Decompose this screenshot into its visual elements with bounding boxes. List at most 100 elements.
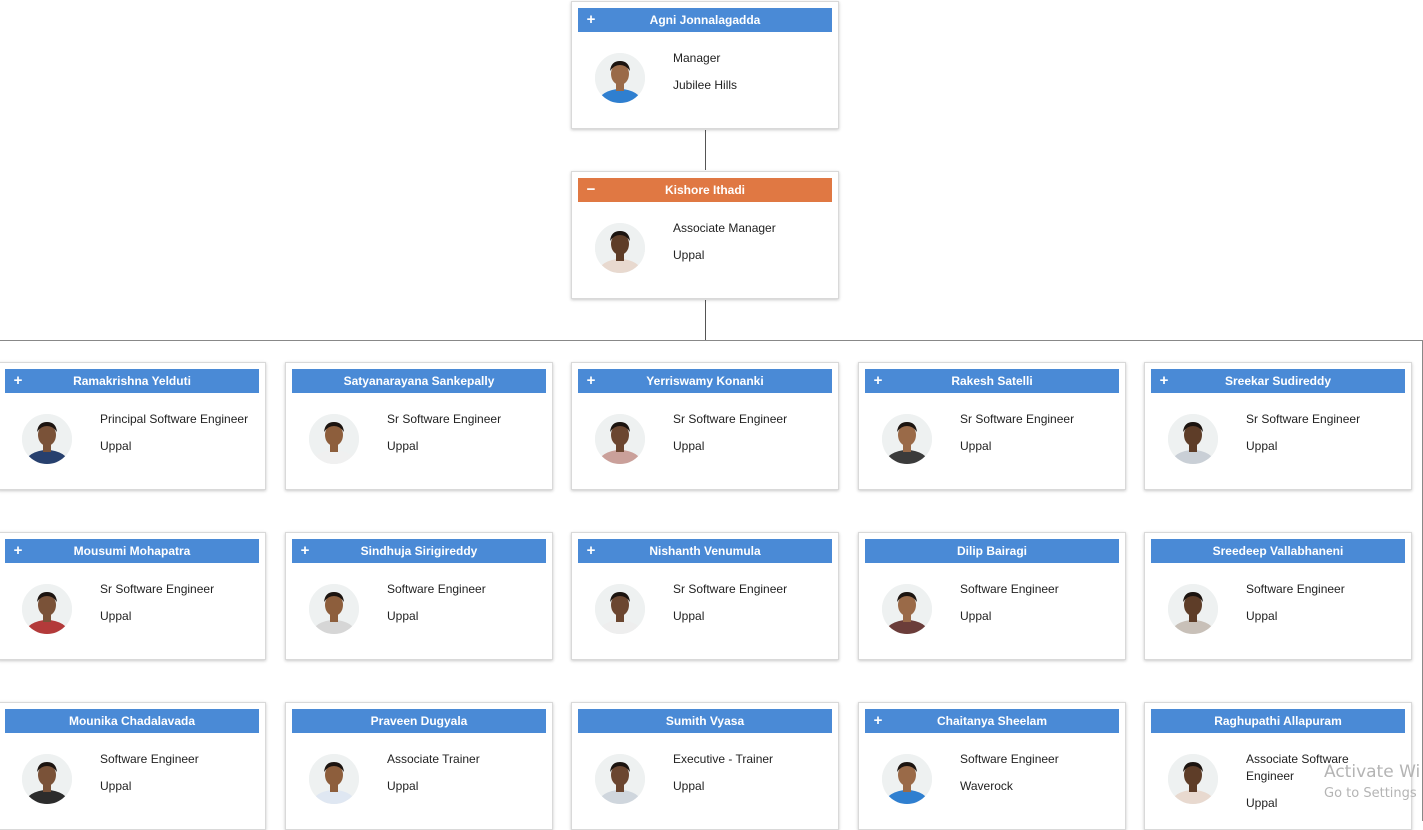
employee-name: Raghupathi Allapuram (1214, 714, 1342, 728)
employee-location: Uppal (960, 439, 992, 453)
card-header[interactable]: + Nishanth Venumula (578, 539, 832, 563)
expand-icon[interactable]: + (13, 372, 23, 389)
card-header[interactable]: Sumith Vyasa (578, 709, 832, 733)
employee-name: Kishore Ithadi (664, 183, 745, 197)
card-header[interactable]: + Chaitanya Sheelam (865, 709, 1119, 733)
expand-icon[interactable]: + (586, 372, 596, 389)
card-header[interactable]: Praveen Dugyala (292, 709, 546, 733)
card-header[interactable]: Mounika Chadalavada (5, 709, 259, 733)
card-header[interactable]: + Sindhuja Sirigireddy (292, 539, 546, 563)
expand-icon[interactable]: + (586, 11, 596, 28)
employee-title: Associate Manager (673, 221, 776, 235)
employee-title: Software Engineer (960, 752, 1059, 766)
expand-icon[interactable]: + (873, 372, 883, 389)
employee-title: Sr Software Engineer (673, 412, 788, 426)
avatar (22, 584, 72, 634)
card-header[interactable]: +Agni Jonnalagadda (578, 8, 832, 32)
employee-name: Chaitanya Sheelam (936, 714, 1048, 728)
card-header[interactable]: +Yerriswamy Konanki (578, 369, 832, 393)
employee-name: Mousumi Mohapatra (73, 544, 191, 558)
employee-location: Uppal (960, 609, 992, 623)
avatar (595, 53, 645, 103)
expand-icon[interactable]: + (1159, 372, 1169, 389)
employee-location: Uppal (673, 779, 705, 793)
employee-name: Sreedeep Vallabhaneni (1212, 544, 1344, 558)
card-header[interactable]: + Rakesh Satelli (865, 369, 1119, 393)
avatar (595, 584, 645, 634)
card-header[interactable]: Dilip Bairagi (865, 539, 1119, 563)
employee-location: Uppal (1246, 796, 1278, 810)
windows-activation-watermark: Activate Wi Go to Settings (1324, 762, 1420, 801)
employee-location: Uppal (673, 609, 705, 623)
employee-name: Sindhuja Sirigireddy (360, 544, 478, 558)
employee-title: Sr Software Engineer (100, 582, 215, 596)
collapse-icon[interactable]: − (586, 181, 596, 198)
employee-title: Software Engineer (100, 752, 199, 766)
employee-name: Mounika Chadalavada (68, 714, 196, 728)
expand-icon[interactable]: + (13, 542, 23, 559)
expand-icon[interactable]: + (300, 542, 310, 559)
employee-name: Satyanarayana Sankepally (343, 374, 495, 388)
employee-location: Uppal (387, 779, 419, 793)
employee-location: Uppal (100, 439, 132, 453)
avatar (882, 584, 932, 634)
card-header[interactable]: Raghupathi Allapuram (1151, 709, 1405, 733)
employee-title: Manager (673, 51, 721, 65)
employee-title: Software Engineer (387, 582, 486, 596)
employee-name: Rakesh Satelli (951, 374, 1033, 388)
employee-title: Executive - Trainer (673, 752, 774, 766)
avatar (595, 414, 645, 464)
card-header[interactable]: +Ramakrishna Yelduti (5, 369, 259, 393)
employee-location: Uppal (673, 248, 705, 262)
avatar (595, 754, 645, 804)
watermark-line-1: Activate Wi (1324, 762, 1421, 782)
expand-icon[interactable]: + (586, 542, 596, 559)
employee-location: Uppal (1246, 609, 1278, 623)
expand-icon[interactable]: + (873, 712, 883, 729)
avatar (1168, 584, 1218, 634)
employee-title: Sr Software Engineer (673, 582, 788, 596)
employee-name: Dilip Bairagi (956, 544, 1027, 558)
card-header[interactable]: + Mousumi Mohapatra (5, 539, 259, 563)
card-header[interactable]: − Kishore Ithadi (578, 178, 832, 202)
employee-location: Uppal (1246, 439, 1278, 453)
employee-location: Jubilee Hills (673, 78, 738, 92)
card-header[interactable]: Sreedeep Vallabhaneni (1151, 539, 1405, 563)
employee-title: Software Engineer (960, 582, 1059, 596)
card-header[interactable]: Satyanarayana Sankepally (292, 369, 546, 393)
employee-name: Nishanth Venumula (649, 544, 761, 558)
node-employee[interactable]: Satyanarayana Sankepally Sr Software Engi… (285, 362, 553, 490)
employee-title: Associate Trainer (387, 752, 480, 766)
card-header[interactable]: +Sreekar Sudireddy (1151, 369, 1405, 393)
employee-name: Sumith Vyasa (665, 714, 745, 728)
avatar (22, 754, 72, 804)
